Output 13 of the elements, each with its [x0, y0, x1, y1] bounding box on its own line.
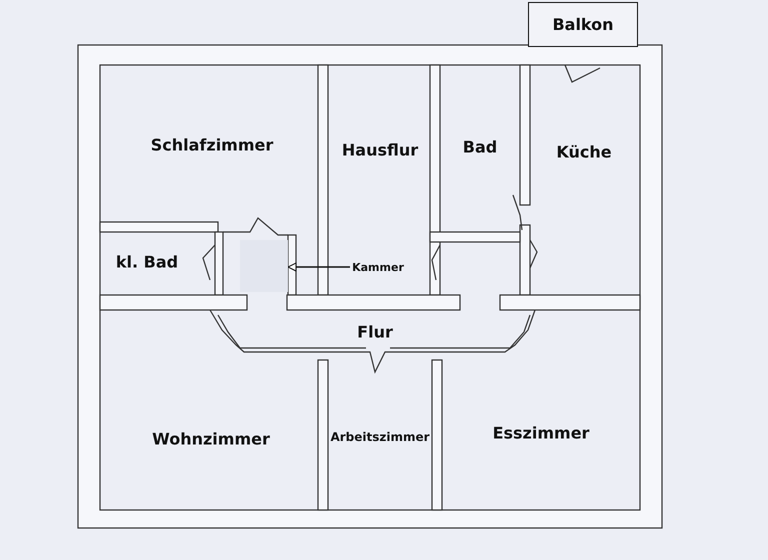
closet-area — [240, 240, 288, 292]
balcony-box: Balkon — [528, 2, 638, 47]
room-label: Hausflur — [342, 140, 418, 160]
room-label: Kammer — [350, 258, 406, 276]
room-label: Arbeitszimmer — [330, 430, 430, 444]
room-label: Küche — [556, 142, 612, 162]
arrow — [288, 262, 350, 272]
room-label: Wohnzimmer — [152, 430, 270, 448]
room-label: Esszimmer — [492, 424, 590, 442]
room-label: Bad — [462, 138, 498, 156]
room-label: Schlafzimmer — [150, 136, 274, 154]
room-label: kl. Bad — [116, 252, 178, 272]
room-label: Flur — [357, 322, 393, 342]
